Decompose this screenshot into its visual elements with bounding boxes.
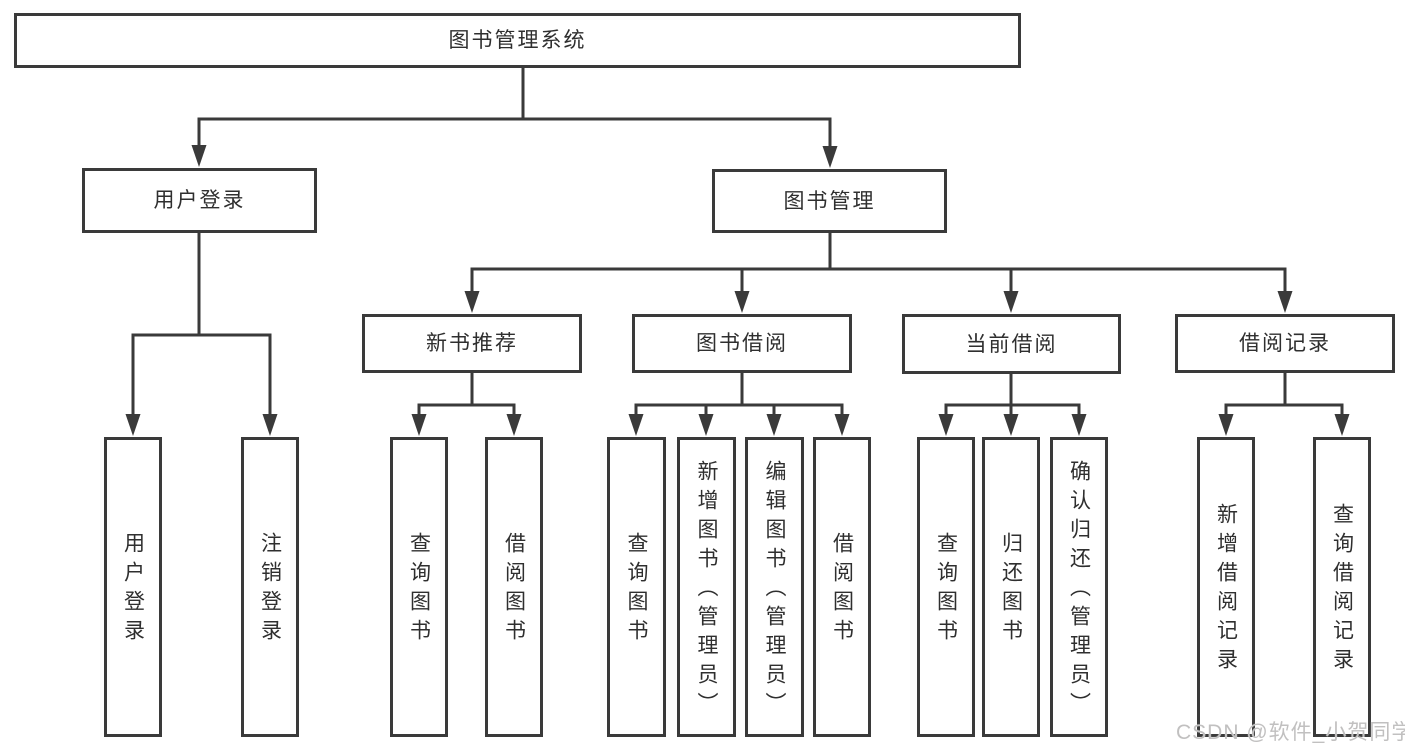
node-new-book-recommend: 新书推荐 xyxy=(362,314,582,373)
leaf-query-books-current: 查询图书 xyxy=(917,437,975,737)
leaf-borrow-books: 借阅图书 xyxy=(813,437,871,737)
node-book-borrowing: 图书借阅 xyxy=(632,314,852,373)
node-current-borrowing: 当前借阅 xyxy=(902,314,1121,374)
leaf-add-borrow-record: 新增借阅记录 xyxy=(1197,437,1255,737)
leaf-query-books-borrowing: 查询图书 xyxy=(607,437,666,737)
leaf-return-books: 归还图书 xyxy=(982,437,1040,737)
leaf-edit-book-admin: 编辑图书（管理员） xyxy=(745,437,804,737)
node-root-library-system: 图书管理系统 xyxy=(14,13,1021,68)
leaf-borrow-books-recommend: 借阅图书 xyxy=(485,437,543,737)
node-borrowing-records: 借阅记录 xyxy=(1175,314,1395,373)
node-user-login: 用户登录 xyxy=(82,168,317,233)
csdn-watermark: CSDN @软件_小贺同学 xyxy=(1176,721,1405,744)
leaf-query-books-recommend: 查询图书 xyxy=(390,437,448,737)
leaf-logout: 注销登录 xyxy=(241,437,299,737)
leaf-add-book-admin: 新增图书（管理员） xyxy=(677,437,736,737)
leaf-query-borrow-record: 查询借阅记录 xyxy=(1313,437,1371,737)
leaf-confirm-return-admin: 确认归还（管理员） xyxy=(1050,437,1108,737)
leaf-user-login: 用户登录 xyxy=(104,437,162,737)
node-book-management: 图书管理 xyxy=(712,169,947,233)
